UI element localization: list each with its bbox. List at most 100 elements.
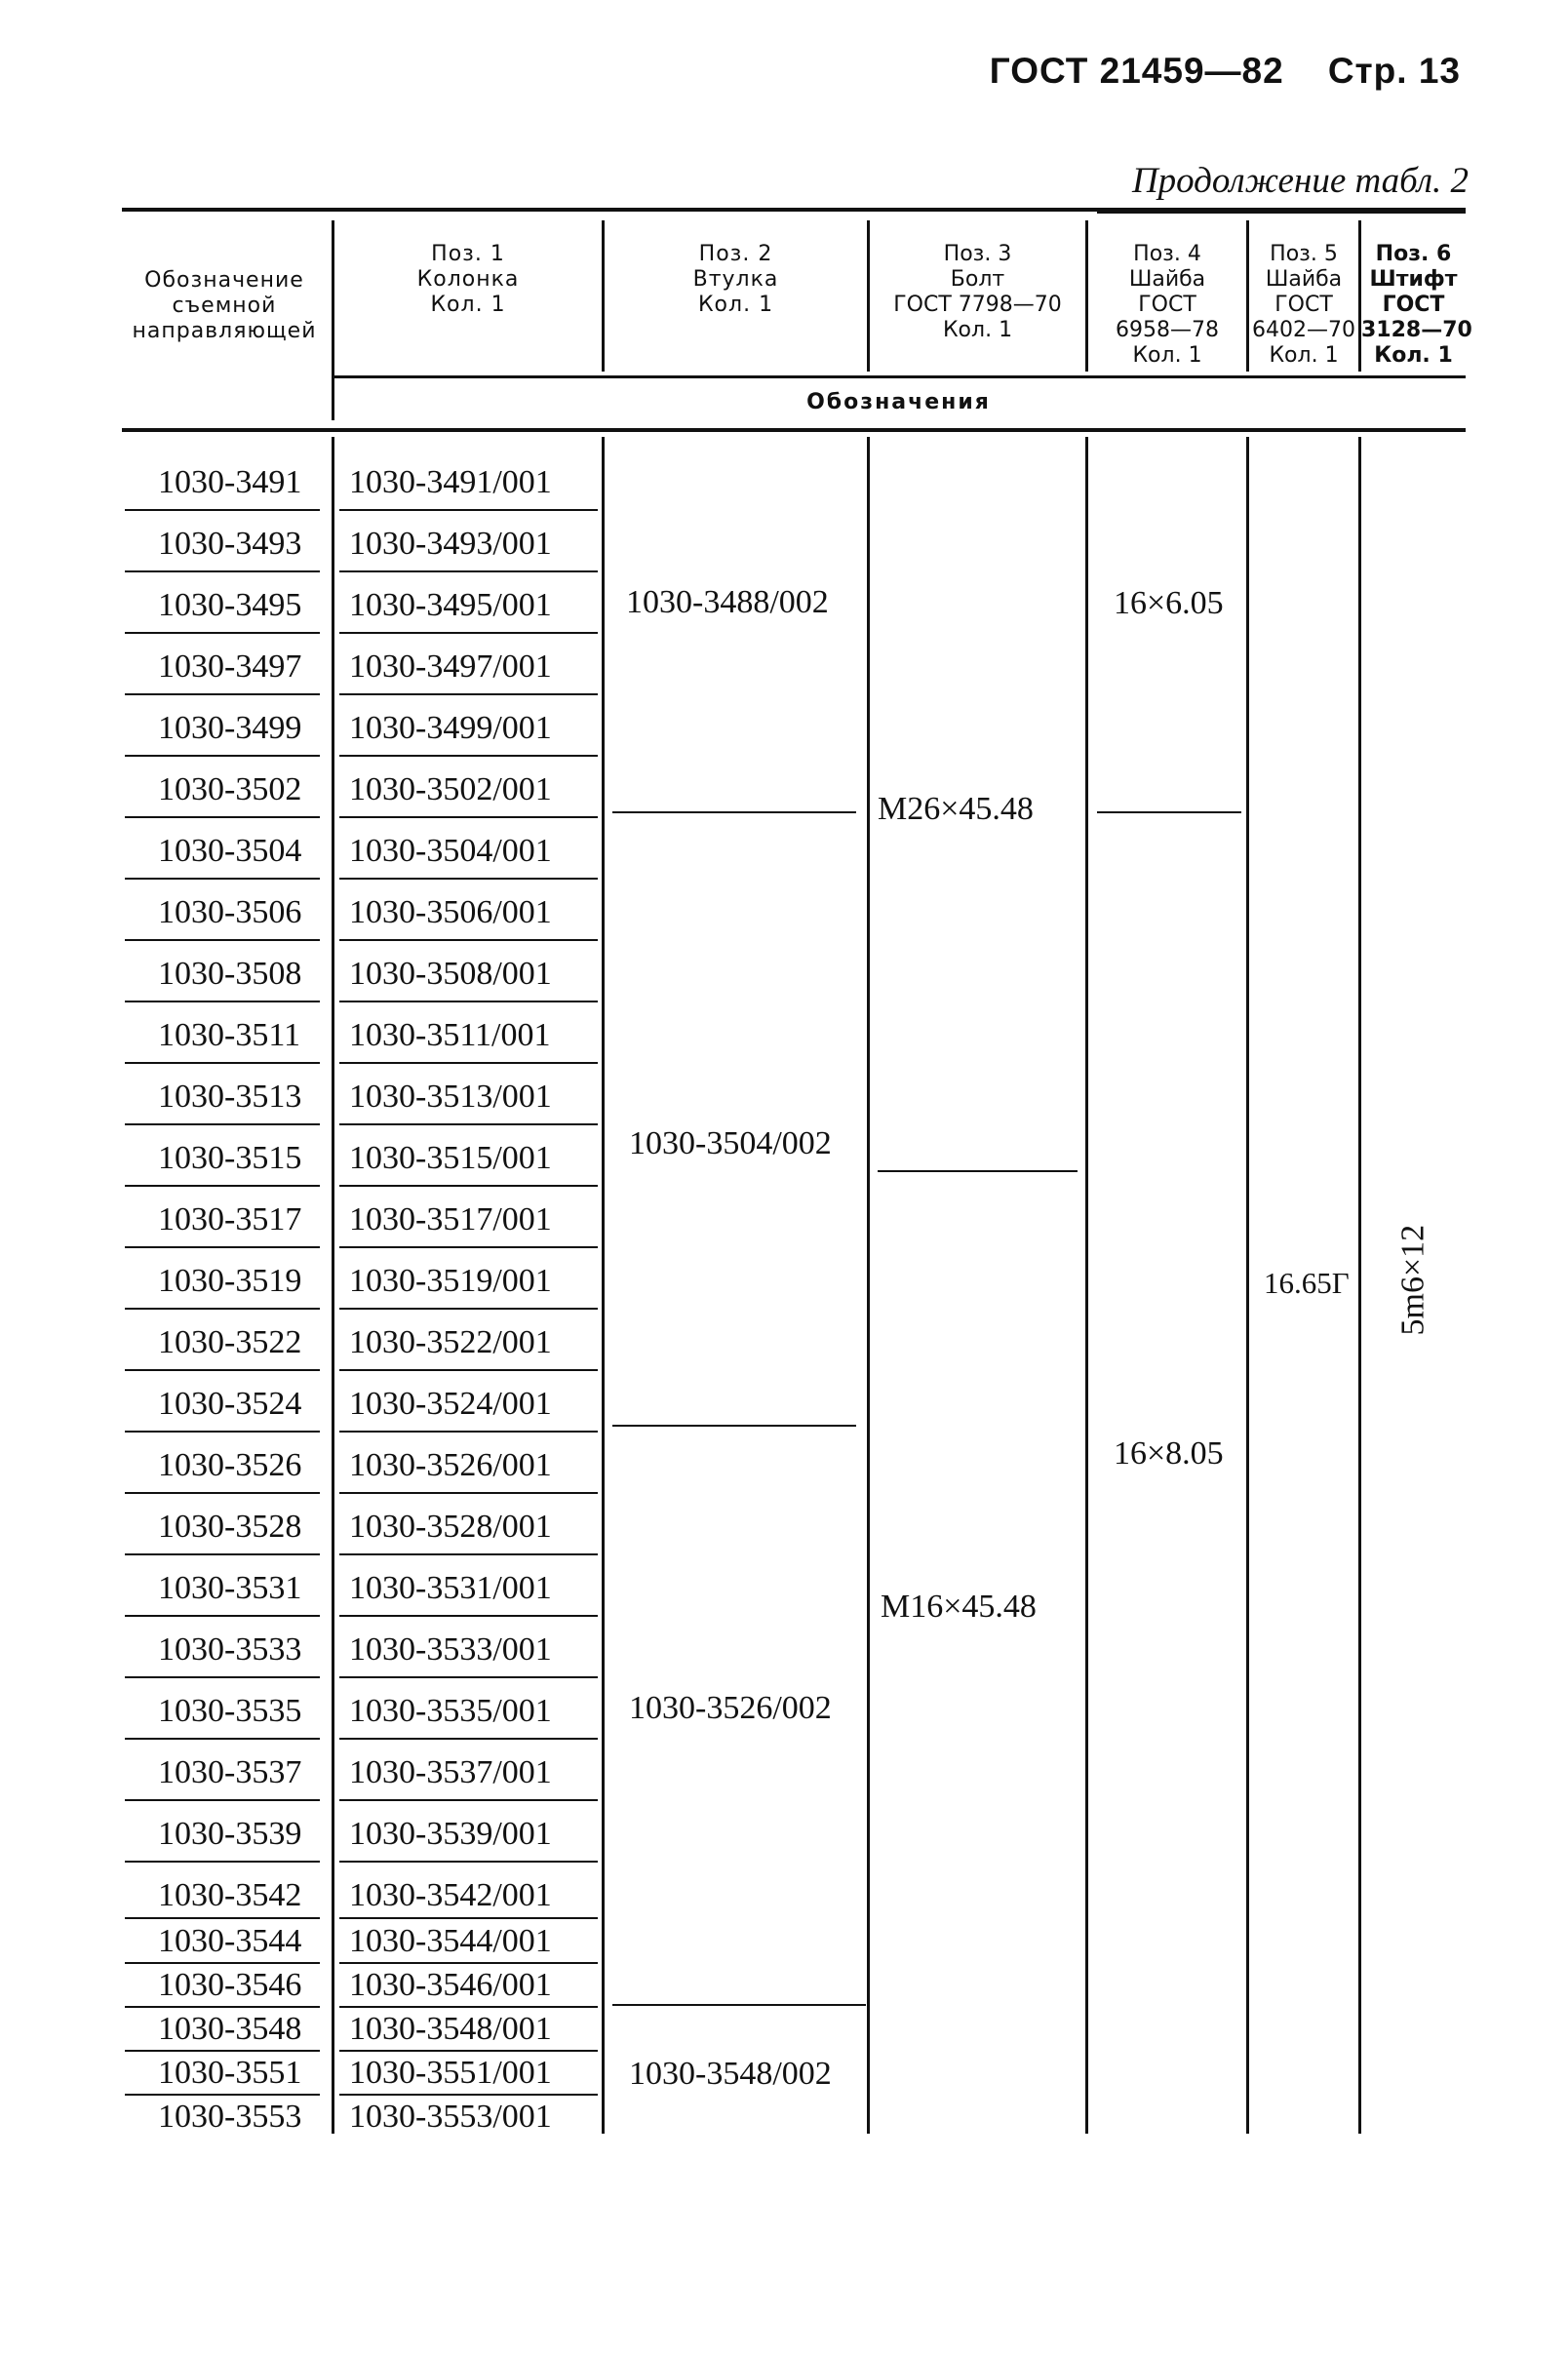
row-rule bbox=[125, 1369, 320, 1371]
designation-cell: 1030-3519 bbox=[158, 1263, 302, 1299]
row-rule bbox=[339, 1738, 598, 1740]
row-rule bbox=[339, 509, 598, 511]
pos3-group-rule bbox=[878, 1170, 1078, 1172]
pos1-cell: 1030-3495/001 bbox=[349, 587, 552, 623]
header-line: Поз. 5 bbox=[1270, 242, 1338, 266]
header-line: ГОСТ 7798—70 bbox=[893, 293, 1062, 317]
row-rule bbox=[339, 1861, 598, 1863]
designation-cell: 1030-3526 bbox=[158, 1447, 302, 1483]
header-divider-5 bbox=[1246, 220, 1249, 372]
subheader-designations: Обозначения bbox=[806, 390, 991, 414]
header-line: 6402—70 bbox=[1252, 318, 1355, 342]
pos1-cell: 1030-3491/001 bbox=[349, 464, 552, 500]
designation-cell: 1030-3537 bbox=[158, 1754, 302, 1790]
col-header-pos6: Поз. 6 Штифт ГОСТ 3128—70 Кол. 1 bbox=[1361, 242, 1472, 369]
header-line: 3128—70 bbox=[1361, 318, 1472, 342]
body-divider-5 bbox=[1246, 437, 1249, 2134]
designation-cell: 1030-3522 bbox=[158, 1324, 302, 1360]
row-rule bbox=[125, 1962, 320, 1964]
designation-cell: 1030-3504 bbox=[158, 833, 302, 869]
row-rule bbox=[125, 2050, 320, 2052]
designation-cell: 1030-3535 bbox=[158, 1693, 302, 1729]
row-rule bbox=[339, 2006, 598, 2008]
row-rule bbox=[125, 816, 320, 818]
header-line: Поз. 6 bbox=[1375, 242, 1452, 266]
designation-cell: 1030-3497 bbox=[158, 648, 302, 685]
designation-cell: 1030-3506 bbox=[158, 894, 302, 930]
pos3-group-cell: M26×45.48 bbox=[878, 791, 1034, 827]
header-line: съемной bbox=[172, 294, 277, 318]
pos1-cell: 1030-3517/001 bbox=[349, 1201, 552, 1237]
body-divider-2 bbox=[602, 437, 605, 2134]
row-rule bbox=[125, 1185, 320, 1187]
pos1-cell: 1030-3508/001 bbox=[349, 956, 552, 992]
header-line: Кол. 1 bbox=[942, 318, 1013, 342]
designation-cell: 1030-3511 bbox=[158, 1017, 301, 1053]
row-rule bbox=[339, 1185, 598, 1187]
pos2-group-cell: 1030-3488/002 bbox=[626, 584, 829, 620]
row-rule bbox=[125, 1001, 320, 1002]
pos1-cell: 1030-3524/001 bbox=[349, 1386, 552, 1422]
row-rule bbox=[339, 1123, 598, 1125]
row-rule bbox=[125, 1308, 320, 1310]
body-divider-1 bbox=[332, 437, 334, 2134]
pos1-cell: 1030-3544/001 bbox=[349, 1923, 552, 1959]
header-line: Шайба bbox=[1265, 267, 1343, 292]
pos1-cell: 1030-3493/001 bbox=[349, 526, 552, 562]
continuation-label: Продолжение табл. 2 bbox=[1131, 161, 1469, 201]
row-rule bbox=[339, 1553, 598, 1555]
designation-cell: 1030-3495 bbox=[158, 587, 302, 623]
pos5-cell: 16.65Г bbox=[1264, 1266, 1350, 1300]
row-rule bbox=[125, 1246, 320, 1248]
designation-cell: 1030-3502 bbox=[158, 771, 302, 807]
standard-number: ГОСТ 21459—82 bbox=[989, 51, 1284, 91]
row-rule bbox=[125, 1553, 320, 1555]
pos1-cell: 1030-3535/001 bbox=[349, 1693, 552, 1729]
designation-cell: 1030-3528 bbox=[158, 1509, 302, 1545]
pos1-cell: 1030-3531/001 bbox=[349, 1570, 552, 1606]
pos1-cell: 1030-3504/001 bbox=[349, 833, 552, 869]
pos4-group-cell: 16×6.05 bbox=[1114, 585, 1224, 621]
pos2-group-rule-1 bbox=[612, 811, 856, 813]
col-header-pos5: Поз. 5 Шайба ГОСТ 6402—70 Кол. 1 bbox=[1249, 242, 1358, 369]
row-rule bbox=[125, 755, 320, 757]
designation-cell: 1030-3524 bbox=[158, 1386, 302, 1422]
pos1-cell: 1030-3522/001 bbox=[349, 1324, 552, 1360]
designation-cell: 1030-3533 bbox=[158, 1631, 302, 1668]
row-rule bbox=[125, 1062, 320, 1064]
pos1-cell: 1030-3506/001 bbox=[349, 894, 552, 930]
designation-cell: 1030-3542 bbox=[158, 1877, 302, 1913]
pos1-cell: 1030-3553/001 bbox=[349, 2099, 552, 2135]
designation-cell: 1030-3493 bbox=[158, 526, 302, 562]
row-rule bbox=[339, 816, 598, 818]
header-line: Поз. 4 bbox=[1133, 242, 1201, 266]
row-rule bbox=[339, 1615, 598, 1617]
pos6-cell: 5m6×12 bbox=[1394, 1224, 1431, 1336]
row-rule bbox=[125, 1492, 320, 1494]
row-rule bbox=[125, 878, 320, 880]
pos4-group-rule bbox=[1097, 811, 1241, 813]
pos1-cell: 1030-3546/001 bbox=[349, 1967, 552, 2003]
header-line: ГОСТ bbox=[1382, 293, 1445, 317]
row-rule bbox=[339, 2094, 598, 2096]
header-line: ГОСТ bbox=[1138, 293, 1196, 317]
designation-cell: 1030-3539 bbox=[158, 1816, 302, 1852]
designation-cell: 1030-3515 bbox=[158, 1140, 302, 1176]
designation-cell: 1030-3544 bbox=[158, 1923, 302, 1959]
row-rule bbox=[125, 1615, 320, 1617]
designation-cell: 1030-3548 bbox=[158, 2011, 302, 2047]
pos4-group-cell: 16×8.05 bbox=[1114, 1435, 1224, 1472]
header-divider-3 bbox=[867, 220, 870, 372]
row-rule bbox=[125, 1123, 320, 1125]
pos1-cell: 1030-3533/001 bbox=[349, 1631, 552, 1668]
header-divider-1 bbox=[332, 220, 334, 420]
row-rule bbox=[339, 1799, 598, 1801]
row-rule bbox=[125, 2006, 320, 2008]
header-divider-6 bbox=[1358, 220, 1361, 372]
header-line: Колонка bbox=[416, 267, 520, 292]
header-line: Кол. 1 bbox=[430, 293, 506, 317]
row-rule bbox=[339, 2050, 598, 2052]
table-top-rule bbox=[122, 208, 1466, 212]
row-rule bbox=[125, 693, 320, 695]
